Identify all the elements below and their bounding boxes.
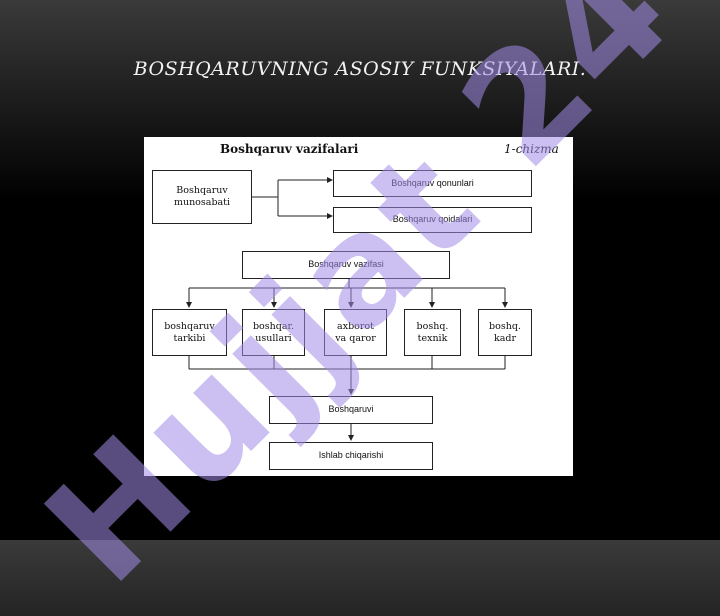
box-boshqaruv-tarkibi: boshqaruv tarkibi bbox=[152, 309, 227, 356]
diagram-panel: Boshqaruv vazifalari 1-chizma Boshqaruv … bbox=[144, 137, 573, 476]
slide-title: BOSHQARUVNING ASOSIY FUNKSIYALARI. bbox=[133, 58, 587, 80]
box-boshqar-usullari: boshqar. usullari bbox=[242, 309, 305, 356]
connector-lines bbox=[186, 177, 508, 441]
box-boshqaruvi: Boshqaruvi bbox=[269, 396, 433, 424]
diagram-number: 1-chizma bbox=[504, 142, 559, 156]
box-boshq-texnik: boshq. texnik bbox=[404, 309, 461, 356]
box-axborot-va-qaror: axborot va qaror bbox=[324, 309, 387, 356]
box-boshq-kadr: boshq. kadr bbox=[478, 309, 532, 356]
box-boshqaruv-qonunlari: Boshqaruv qonunlari bbox=[333, 170, 532, 197]
box-boshqaruv-munosabati: Boshqaruv munosabati bbox=[152, 170, 252, 224]
box-boshqaruv-vazifasi: Boshqaruv vazifasi bbox=[242, 251, 450, 279]
diagram-title: Boshqaruv vazifalari bbox=[220, 142, 359, 156]
box-ishlab-chiqarishi: Ishlab chiqarishi bbox=[269, 442, 433, 470]
box-boshqaruv-qoidalari: Boshqaruv qoidalari bbox=[333, 207, 532, 233]
